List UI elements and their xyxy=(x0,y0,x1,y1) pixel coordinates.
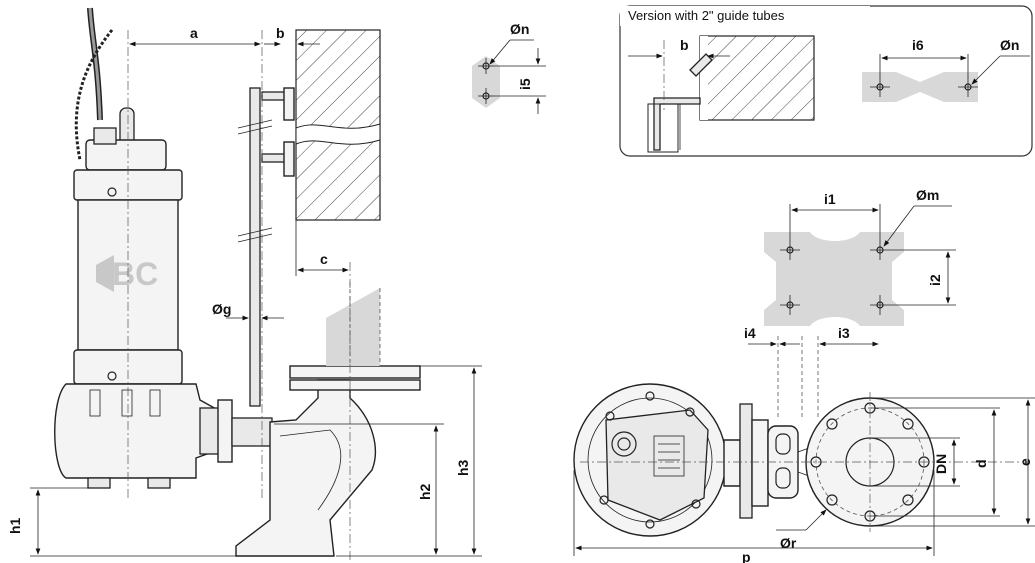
pump-casing xyxy=(54,383,219,479)
dim-b-label: b xyxy=(276,25,285,41)
dim-h1-label: h1 xyxy=(7,517,23,534)
bc-logo: BC xyxy=(96,255,158,292)
side-view: BC xyxy=(7,7,482,560)
guide-rail xyxy=(249,87,261,407)
dim-c-label: c xyxy=(320,251,328,267)
inset-guide-tubes: Version with 2" guide tubes b i6 Øn xyxy=(619,5,1033,157)
dim-e-label: e xyxy=(1017,458,1033,466)
discharge-pipe-ghost xyxy=(326,288,380,366)
dim-i2-label: i2 xyxy=(927,274,943,286)
dim-og-label: Øg xyxy=(212,301,231,317)
dim-h3-label: h3 xyxy=(455,459,471,476)
dim-i1-label: i1 xyxy=(824,191,836,207)
dim-p-label: p xyxy=(742,549,751,563)
upper-bracket xyxy=(261,91,287,101)
bracket-template-i5: Øn i5 xyxy=(472,21,546,114)
inset-b-label: b xyxy=(680,37,689,53)
dim-i3-label: i3 xyxy=(838,325,850,341)
dim-h2-label: h2 xyxy=(417,483,433,500)
dim-dn-label: DN xyxy=(933,454,949,474)
bracket-template-i6 xyxy=(862,72,978,102)
dim-a-label: a xyxy=(190,25,198,41)
inset-on-label: Øn xyxy=(1000,37,1019,53)
dim-om-label: Øm xyxy=(916,187,939,203)
dim-or-label: Ør xyxy=(780,535,797,551)
inset-wall xyxy=(699,35,815,121)
logo-text: BC xyxy=(112,256,158,292)
lifting-chain xyxy=(74,29,114,161)
dim-on-label: Øn xyxy=(510,21,529,37)
base-plate-template: i1 Øm i2 i4 i3 xyxy=(744,187,956,420)
top-view: DN d e Ør p xyxy=(573,383,1035,563)
dim-d-label: d xyxy=(973,459,989,468)
dim-i6-label: i6 xyxy=(912,37,924,53)
discharge-flange xyxy=(289,365,421,379)
inset-caption: Version with 2" guide tubes xyxy=(628,8,785,23)
dim-i5-label: i5 xyxy=(517,78,533,90)
dim-i4-label: i4 xyxy=(744,325,756,341)
